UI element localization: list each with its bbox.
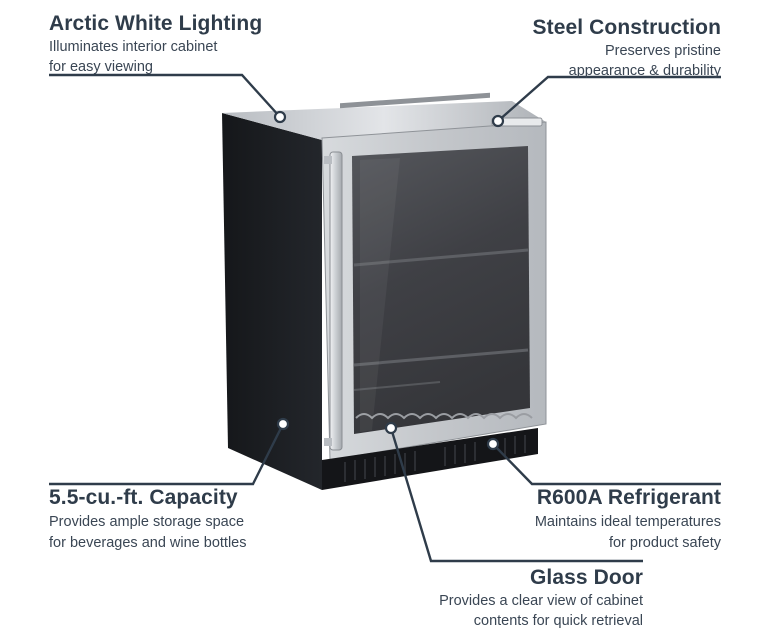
callout-title: 5.5-cu.-ft. Capacity [49,486,238,509]
toe-kick-grille [322,428,538,490]
leader-line-glass [389,427,643,563]
callout-steel-construction: Steel Construction Preserves pristine ap… [533,16,721,80]
callout-description-line: for easy viewing [49,59,153,75]
callout-capacity: 5.5-cu.-ft. Capacity Provides ample stor… [49,486,247,552]
pointer-dot-glass [384,421,398,435]
pointer-dot-capacity [276,417,290,431]
callout-r600a-refrigerant: R600A Refrigerant Maintains ideal temper… [535,486,721,552]
pointer-dot-r600a [486,437,500,451]
callout-title: R600A Refrigerant [536,486,721,509]
callout-description-line: contents for quick retrieval [473,613,643,629]
callout-description-line: Maintains ideal temperatures [534,514,721,530]
pointer-dot-arctic [273,110,287,124]
callout-description-line: for product safety [608,535,721,551]
callout-description-line: Illuminates interior cabinet [49,39,218,55]
callout-description-line: Provides a clear view of cabinet [439,593,643,609]
cabinet-side [222,113,322,490]
pointer-dots [273,110,505,451]
leader-line-arctic [49,73,281,118]
callout-description-line: for beverages and wine bottles [49,535,247,551]
callout-description-line: Preserves pristine [604,43,721,59]
glass-door [321,121,547,461]
leader-line-steel [497,75,721,122]
pointer-dot-steel [491,114,505,128]
callout-arctic-white-lighting: Arctic White Lighting Illuminates interi… [49,12,262,76]
callout-glass-door: Glass Door Provides a clear view of cabi… [439,566,643,630]
callout-description-line: Provides ample storage space [49,514,245,530]
callout-title: Glass Door [529,566,643,589]
callout-title: Steel Construction [532,16,721,39]
leader-lines [49,73,721,563]
leader-line-capacity [49,423,285,486]
door-handle [324,151,343,451]
callout-title: Arctic White Lighting [49,12,263,35]
leader-line-r600a [492,443,721,486]
callout-description-line: appearance & durability [568,63,721,79]
